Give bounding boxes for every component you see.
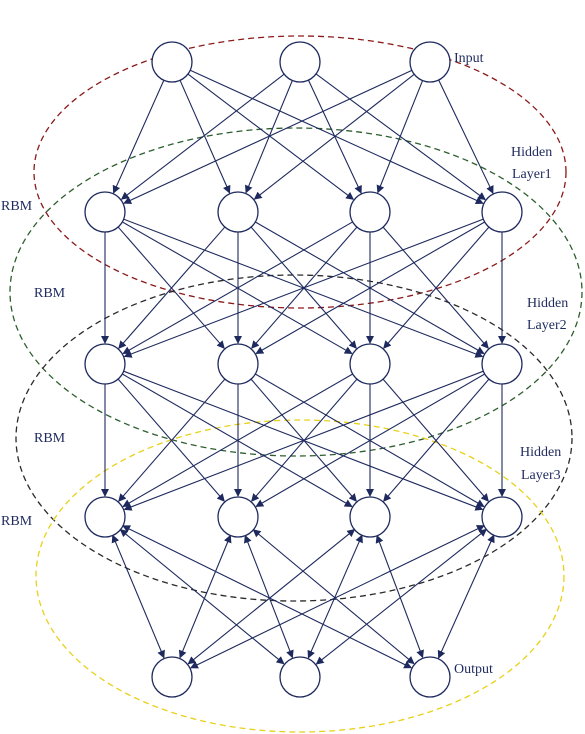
output-node-1: [151, 656, 193, 698]
hidden-layer1-label-line2: Layer1: [512, 167, 552, 182]
hidden3-node-4: [481, 496, 523, 538]
edge-hidden3-2-to-output-2: [244, 534, 294, 659]
rbm-label-2: RBM: [34, 286, 66, 301]
edge-input-1-to-hidden1-3: [187, 73, 355, 200]
edge-hidden2-2-to-hidden3-1: [118, 378, 226, 502]
output-node-2: [279, 656, 321, 698]
input-node-3: [409, 41, 451, 83]
output-rbm-ellipse: [35, 419, 565, 733]
hidden1-node-4: [481, 191, 523, 233]
edge-input-2-to-hidden1-1: [120, 73, 285, 200]
hidden2-node-3: [349, 343, 391, 385]
hidden-layer1-label-line1: Hidden: [511, 145, 552, 160]
edge-hidden3-3-to-output-1: [187, 528, 356, 665]
output-node-3: [409, 656, 451, 698]
hidden3-node-1: [84, 496, 126, 538]
edge-hidden1-4-to-hidden2-2: [255, 221, 485, 355]
edge-hidden2-4-to-hidden3-3: [383, 378, 490, 502]
hidden1-node-2: [217, 191, 259, 233]
hidden1-node-1: [84, 191, 126, 233]
hidden-layer3-label-line2: Layer3: [521, 468, 561, 483]
hidden-layer3-label-line1: Hidden: [520, 445, 561, 460]
hidden1-rbm-ellipse: [9, 127, 583, 457]
hidden-layer2-label-line1: Hidden: [527, 296, 568, 311]
edge-hidden3-1-to-output-1: [111, 534, 165, 659]
hidden3-node-2: [217, 496, 259, 538]
edge-hidden1-2-to-hidden2-1: [118, 226, 226, 349]
edge-hidden2-4-to-hidden3-2: [255, 373, 485, 507]
connection-edges: [101, 69, 506, 669]
edge-input-3-to-hidden1-2: [253, 73, 415, 200]
hidden2-node-1: [84, 343, 126, 385]
edge-hidden1-3-to-hidden2-1: [122, 221, 353, 355]
hidden3-node-3: [349, 496, 391, 538]
hidden2-node-2: [217, 343, 259, 385]
input-node-1: [151, 41, 193, 83]
edge-input-1-to-hidden1-2: [179, 80, 231, 194]
network-nodes: [84, 41, 523, 698]
rbm-label-3: RBM: [34, 431, 66, 446]
edge-input-3-to-hidden1-1: [123, 69, 413, 204]
hidden2-node-4: [481, 343, 523, 385]
input-node-2: [279, 41, 321, 83]
edge-hidden3-1-to-output-3: [122, 525, 413, 669]
hidden1-node-3: [349, 191, 391, 233]
edge-hidden3-4-to-output-3: [437, 534, 495, 659]
output-label: Output: [454, 662, 493, 677]
edge-hidden3-1-to-output-2: [119, 529, 285, 665]
edge-input-3-to-hidden1-3: [376, 80, 424, 194]
edge-hidden3-4-to-output-2: [315, 528, 488, 665]
rbm-label-4: RBM: [1, 514, 33, 529]
edge-hidden1-4-to-hidden2-1: [123, 218, 484, 358]
input-label: Input: [454, 51, 484, 66]
hidden2-rbm-ellipse: [15, 274, 573, 602]
rbm-label-1: RBM: [1, 199, 33, 214]
edge-input-1-to-hidden1-4: [189, 69, 484, 205]
input-rbm-ellipse: [33, 35, 567, 309]
edge-input-1-to-hidden1-1: [112, 80, 165, 194]
edge-hidden2-3-to-hidden3-1: [122, 373, 353, 507]
edge-hidden1-4-to-hidden2-3: [383, 226, 490, 349]
hidden-layer2-label-line2: Layer2: [527, 318, 567, 333]
edge-hidden3-2-to-output-1: [178, 534, 232, 659]
edge-hidden2-4-to-hidden3-1: [123, 370, 484, 511]
edge-input-3-to-hidden1-4: [438, 79, 494, 194]
edge-hidden3-2-to-output-3: [252, 529, 415, 665]
